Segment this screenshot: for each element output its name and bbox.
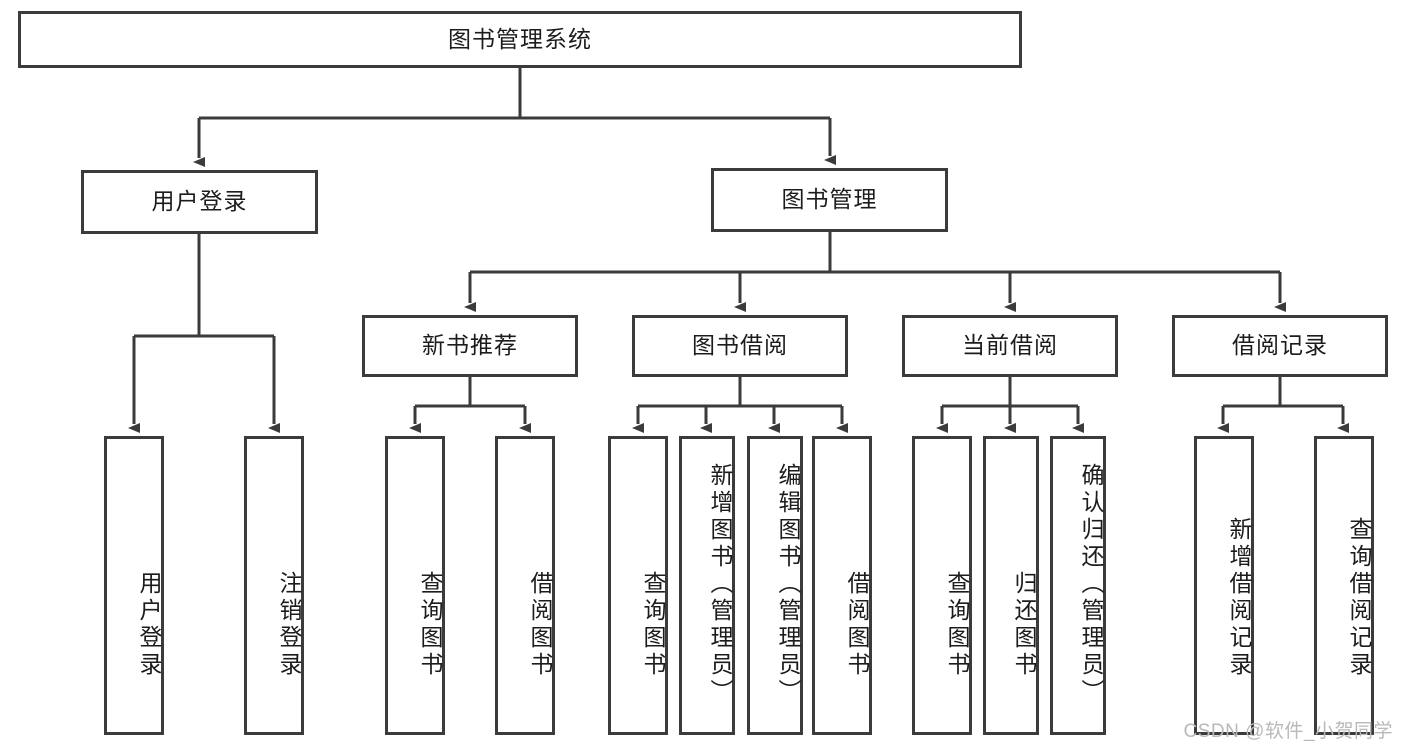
- leaf-query-borrow-record-label: 查询借阅记录: [1346, 516, 1372, 679]
- leaf-query-book-recommend-label: 查询图书: [417, 570, 443, 679]
- leaf-logout[interactable]: 注销登录: [244, 436, 304, 735]
- leaf-add-book-admin[interactable]: 新增图书（管理员）: [679, 436, 735, 735]
- leaf-query-book-current[interactable]: 查询图书: [912, 436, 972, 735]
- node-root[interactable]: 图书管理系统: [18, 11, 1022, 68]
- leaf-query-book-borrow-label: 查询图书: [640, 570, 666, 679]
- node-book-borrow[interactable]: 图书借阅: [632, 315, 848, 377]
- node-book-management-label: 图书管理: [781, 186, 878, 213]
- node-current-borrow-label: 当前借阅: [962, 332, 1058, 359]
- leaf-return-book[interactable]: 归还图书: [983, 436, 1039, 735]
- leaf-confirm-return-admin-label: 确认归还（管理员）: [1078, 463, 1104, 706]
- node-book-borrow-label: 图书借阅: [692, 332, 788, 359]
- leaf-add-borrow-record[interactable]: 新增借阅记录: [1194, 436, 1254, 735]
- leaf-return-book-label: 归还图书: [1011, 570, 1037, 679]
- node-borrow-record-label: 借阅记录: [1232, 332, 1328, 359]
- csdn-watermark: CSDN @软件_小贺同学: [1183, 721, 1393, 742]
- node-user-login-label: 用户登录: [151, 188, 248, 215]
- node-root-label: 图书管理系统: [448, 25, 592, 52]
- leaf-user-login[interactable]: 用户登录: [104, 436, 164, 735]
- leaf-query-book-borrow[interactable]: 查询图书: [608, 436, 668, 735]
- leaf-borrow-book-recommend-label: 借阅图书: [527, 570, 553, 679]
- node-borrow-record[interactable]: 借阅记录: [1172, 315, 1388, 377]
- leaf-confirm-return-admin[interactable]: 确认归还（管理员）: [1050, 436, 1106, 735]
- node-user-login[interactable]: 用户登录: [81, 170, 318, 234]
- leaf-edit-book-admin-label: 编辑图书（管理员）: [775, 463, 801, 706]
- node-current-borrow[interactable]: 当前借阅: [902, 315, 1118, 377]
- node-new-book-recommend-label: 新书推荐: [422, 332, 518, 359]
- leaf-add-borrow-record-label: 新增借阅记录: [1226, 516, 1252, 679]
- leaf-query-book-recommend[interactable]: 查询图书: [385, 436, 445, 735]
- leaf-borrow-book-borrow[interactable]: 借阅图书: [812, 436, 872, 735]
- leaf-user-login-label: 用户登录: [136, 570, 162, 679]
- leaf-query-borrow-record[interactable]: 查询借阅记录: [1314, 436, 1374, 735]
- leaf-query-book-current-label: 查询图书: [944, 570, 970, 679]
- leaf-borrow-book-recommend[interactable]: 借阅图书: [495, 436, 555, 735]
- node-book-management[interactable]: 图书管理: [711, 168, 948, 232]
- leaf-add-book-admin-label: 新增图书（管理员）: [707, 463, 733, 706]
- leaf-borrow-book-borrow-label: 借阅图书: [844, 570, 870, 679]
- node-new-book-recommend[interactable]: 新书推荐: [362, 315, 578, 377]
- leaf-edit-book-admin[interactable]: 编辑图书（管理员）: [747, 436, 803, 735]
- leaf-logout-label: 注销登录: [276, 570, 302, 679]
